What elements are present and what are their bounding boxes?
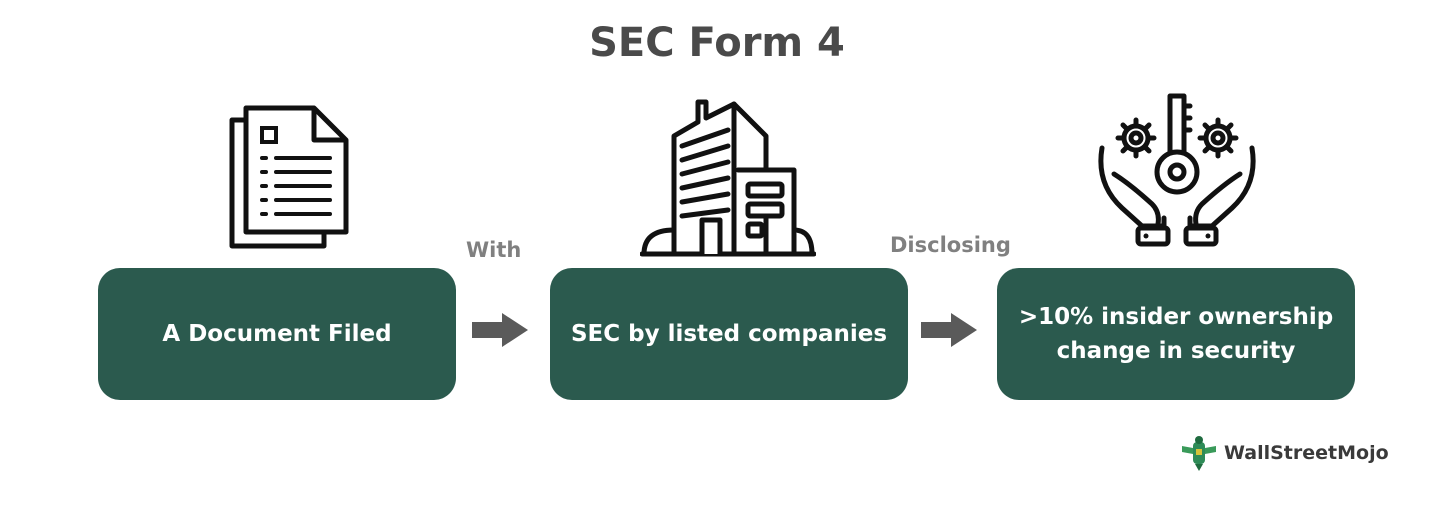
- arrow-right-icon: [472, 313, 528, 347]
- step-2-text: SEC by listed companies: [570, 320, 888, 347]
- office-building-icon: [640, 99, 816, 257]
- hands-key-gears-icon: [1098, 93, 1256, 247]
- step-box-sec-listed-companies: SEC by listed companies: [550, 268, 908, 400]
- wallstreetmojo-logo-icon: [1182, 436, 1216, 471]
- arrow-right-icon: [921, 313, 977, 347]
- step-1-text: A Document Filed: [162, 320, 392, 347]
- step-box-document-filed: A Document Filed: [98, 268, 456, 400]
- brand-watermark: WallStreetMojo: [1180, 433, 1389, 473]
- step-3-text-line-1: >10% insider ownership: [1018, 303, 1334, 330]
- connector-label-disclosing: Disclosing: [890, 233, 1011, 257]
- document-icon: [229, 105, 349, 249]
- diagram-title: SEC Form 4: [589, 20, 845, 66]
- step-box-insider-ownership: >10% insider ownership change in securit…: [997, 268, 1355, 400]
- connector-label-with: With: [466, 238, 522, 262]
- step-3-text-line-2: change in security: [1056, 338, 1296, 364]
- brand-name: WallStreetMojo: [1224, 442, 1389, 464]
